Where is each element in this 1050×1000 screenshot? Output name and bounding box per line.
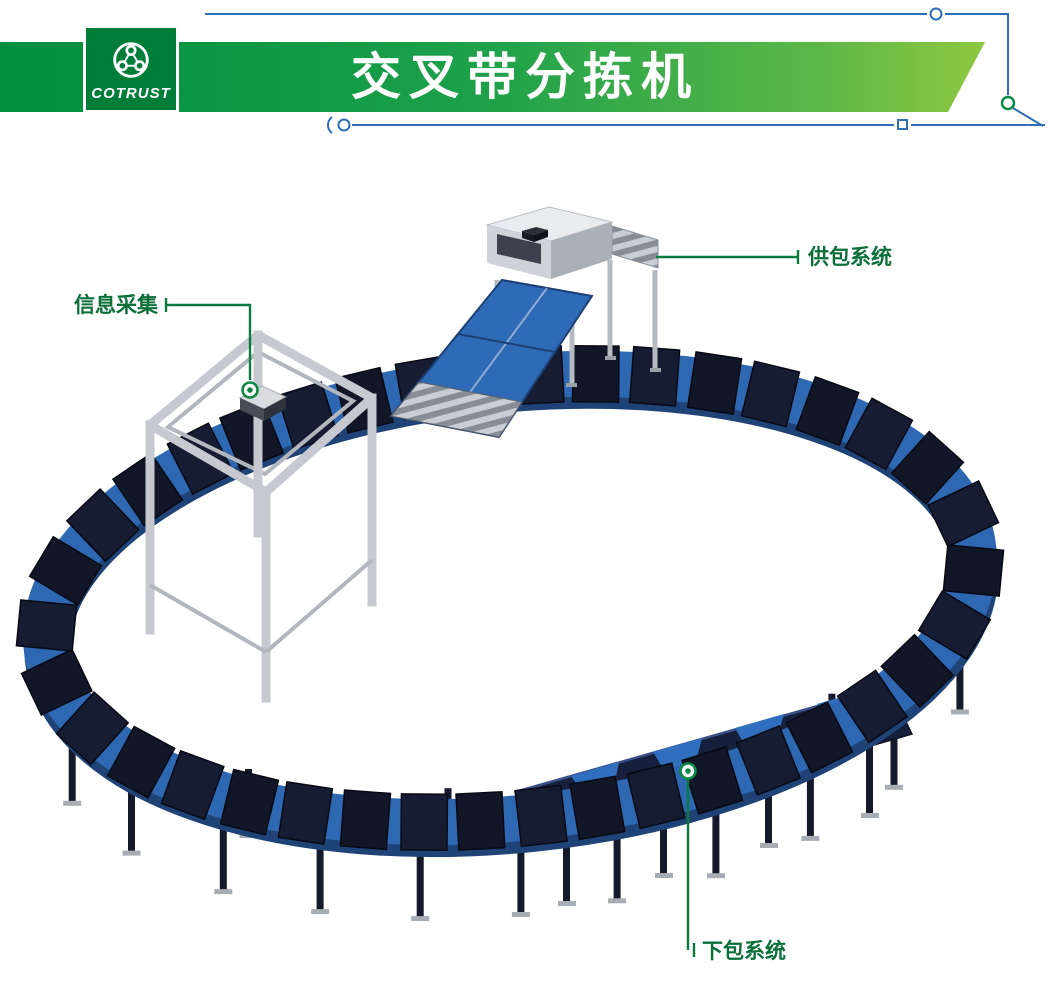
carrier-tray (735, 724, 802, 797)
carrier-tray (15, 599, 78, 652)
decor-square-icon (897, 119, 908, 130)
carrier-tray (681, 745, 744, 815)
chute-foot (655, 873, 673, 878)
conveyor-foot (566, 383, 577, 387)
loop-foot (706, 873, 725, 879)
decor-line-diagonal (1012, 107, 1044, 127)
carrier-tray (569, 775, 626, 841)
callout-line (166, 303, 252, 380)
carrier-tray (106, 725, 176, 799)
info-capture-label: 信息采集 (74, 293, 159, 317)
carrier-tray (795, 375, 860, 447)
parcel-top (522, 227, 548, 235)
loop-leg (890, 706, 898, 787)
carrier-tray (686, 350, 743, 416)
decor-circle-green-icon (1000, 95, 1016, 111)
loop-leg (806, 757, 814, 838)
gantry-brace (264, 558, 374, 654)
chute-foot (760, 843, 778, 848)
gantry-brace (148, 583, 268, 654)
callout-supply: 供包系统 (656, 245, 892, 269)
decor-circle-top-icon (929, 7, 943, 21)
carrier-tray (740, 360, 801, 428)
carrier-tray (219, 768, 280, 836)
merge-roller-section (390, 381, 523, 438)
scanner-side (264, 397, 286, 421)
carrier-tray (844, 397, 914, 471)
chute-leg (866, 742, 873, 816)
carrier-tray (339, 789, 392, 851)
sorter-diagram: 信息采集 供包系统 下包系统 (15, 206, 1005, 963)
supply-machine (485, 206, 614, 279)
loop-leg (316, 831, 324, 912)
carrier-tray (927, 479, 1000, 548)
machine-slot (497, 234, 541, 264)
loop-foot (122, 850, 141, 856)
loop-foot (311, 909, 330, 915)
carrier-tray (942, 544, 1005, 597)
carrier-tray (455, 790, 506, 851)
loop-leg (613, 820, 621, 901)
carrier-tray (514, 784, 568, 848)
machine-side-face (551, 222, 612, 279)
decor-line-top-right (945, 13, 1009, 95)
carrier-tray (890, 430, 965, 505)
chute-foot (558, 901, 576, 906)
callout-dot-center (247, 387, 253, 393)
chute-leg (765, 772, 772, 846)
header-decor-lines (205, 7, 1045, 134)
loop-foot (608, 898, 627, 904)
conveyor-foot (605, 356, 616, 360)
carrier-tray (400, 793, 449, 852)
decor-circle-bottom-icon (337, 118, 351, 132)
loop-foot (885, 784, 903, 790)
carrier-tray (277, 780, 334, 846)
carrier-tray (55, 691, 130, 766)
carrier-tray (917, 589, 992, 661)
brand-emblem-icon (113, 41, 149, 78)
loop-foot (63, 800, 82, 806)
callouts: 信息采集 供包系统 下包系统 (74, 245, 892, 963)
callout-discharge: 下包系统 (679, 762, 786, 963)
supply-label: 供包系统 (807, 245, 892, 269)
loop-foot (950, 709, 969, 715)
gantry-inner-frame (164, 349, 357, 477)
brand-name: COTRUST (91, 84, 171, 102)
discharge-label: 下包系统 (702, 939, 786, 963)
carrier-tray (28, 535, 103, 607)
chute-foot (861, 813, 879, 818)
loop-foot (801, 835, 820, 841)
loop-foot (214, 889, 233, 895)
loop-leg (219, 811, 227, 892)
loop-leg (517, 834, 525, 914)
carrier-tray (880, 633, 955, 708)
brand-logo: COTRUST (83, 25, 179, 113)
loop-foot (411, 916, 430, 922)
chute-leg (660, 802, 667, 876)
loop-leg (712, 795, 720, 876)
page-title: 交叉带分拣机 (351, 49, 699, 105)
carrier-tray (20, 648, 93, 717)
loop-foot (511, 912, 530, 917)
infeed-conveyor (389, 206, 661, 439)
parcel-side (534, 230, 548, 242)
carrier-tray (626, 762, 686, 830)
decor-bracket-icon (327, 116, 333, 134)
chute-leg (563, 830, 570, 904)
belt-divider (457, 333, 556, 353)
conveyor-foot (650, 368, 661, 372)
callout-dot-center (685, 768, 691, 774)
loop-leg (68, 722, 76, 803)
scanner-front (240, 398, 264, 421)
carrier-tray (785, 701, 854, 774)
loop-leg (416, 838, 424, 919)
loop-leg (128, 772, 135, 853)
callout-info-capture: 信息采集 (74, 293, 259, 399)
carrier-tray (160, 749, 225, 821)
carrier-tray (836, 669, 909, 744)
carrier-tray (65, 488, 140, 563)
supply-roller-bed (611, 225, 659, 269)
parcel-front (522, 231, 534, 242)
